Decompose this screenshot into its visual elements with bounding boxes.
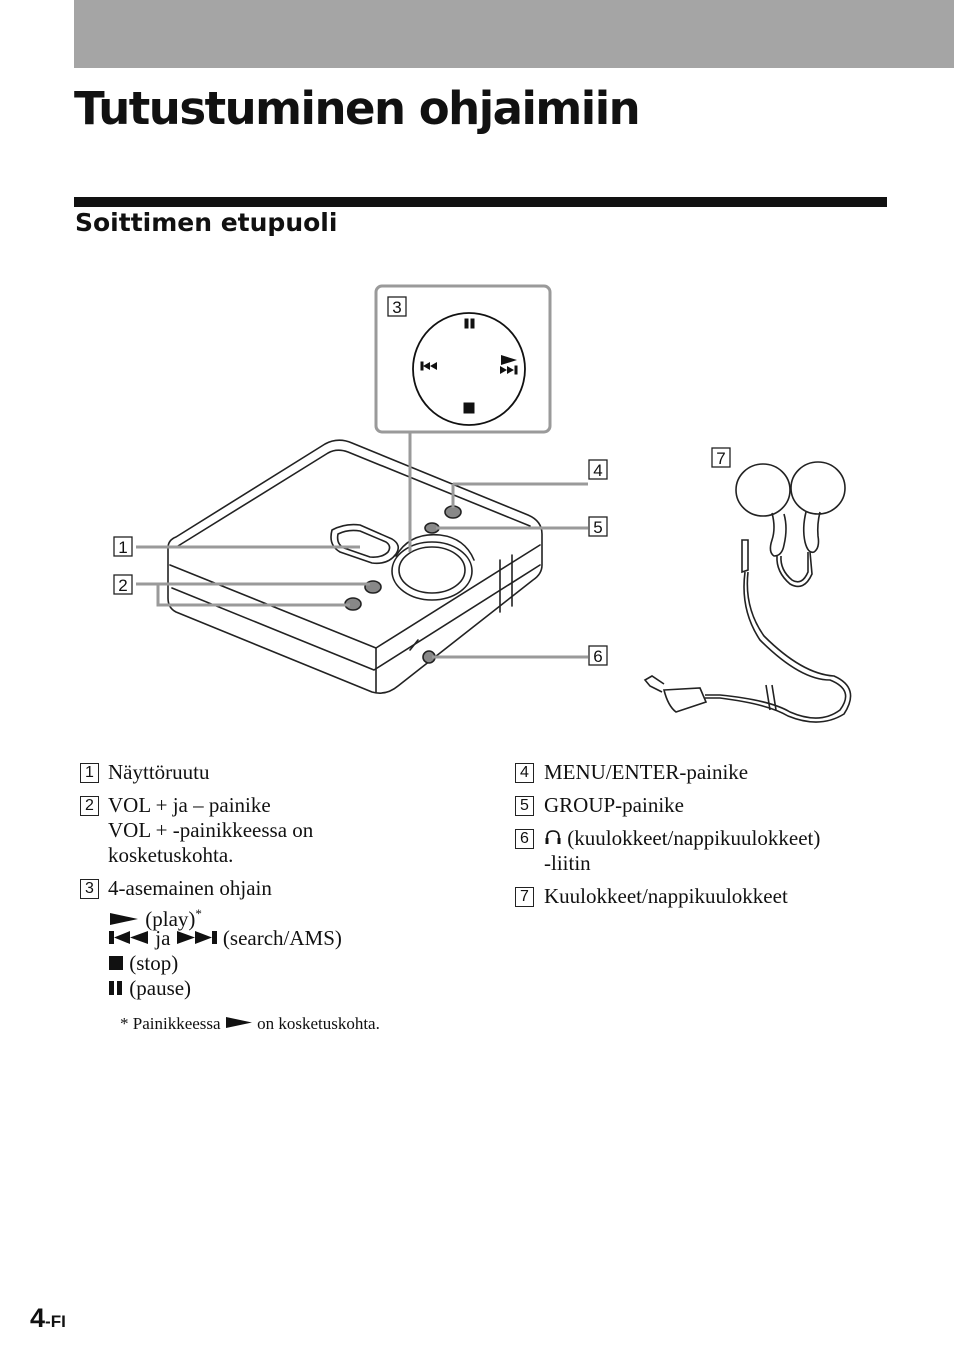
callout-4: 4 bbox=[593, 461, 602, 480]
pause-icon bbox=[109, 981, 122, 995]
legend-number: 3 bbox=[80, 879, 99, 899]
legend-number: 1 bbox=[80, 763, 99, 783]
stop-icon bbox=[109, 956, 123, 970]
control-wheel bbox=[391, 541, 473, 601]
play-icon bbox=[225, 1017, 252, 1028]
header-band bbox=[74, 0, 954, 68]
legend-number: 7 bbox=[515, 887, 534, 907]
legend-line: kosketuskohta. bbox=[108, 843, 234, 867]
legend-text: MENU/ENTER-painike bbox=[544, 760, 749, 784]
callout-7: 7 bbox=[716, 449, 725, 468]
legend-line: (kuulokkeet/nappikuulokkeet) bbox=[544, 826, 820, 851]
callout-1: 1 bbox=[118, 538, 127, 557]
legend-line: -liitin bbox=[544, 851, 591, 875]
section-title: Soittimen etupuoli bbox=[75, 208, 338, 237]
page-number: 4-FI bbox=[30, 1303, 66, 1333]
legend-line: VOL + -painikkeessa on bbox=[108, 818, 314, 842]
earphones-illustration bbox=[643, 461, 852, 723]
callout-5: 5 bbox=[593, 518, 602, 537]
player-body bbox=[167, 439, 543, 694]
callout-3: 3 bbox=[392, 298, 401, 317]
page-title: Tutustuminen ohjaimiin bbox=[74, 82, 641, 135]
footnote: * Painikkeessa on kosketuskohta. bbox=[120, 1014, 380, 1033]
section-rule bbox=[74, 197, 887, 207]
legend-line-pause: (pause) bbox=[108, 976, 191, 1001]
legend-line-stop: (stop) bbox=[108, 951, 178, 976]
player-illustration: 1 2 3 4 5 6 7 bbox=[113, 284, 852, 723]
headphones-icon bbox=[545, 830, 561, 844]
legend-text: Näyttöruutu bbox=[108, 760, 210, 784]
legend-number: 6 bbox=[515, 829, 534, 849]
callout-boxes: 1 2 3 4 5 6 7 bbox=[113, 296, 731, 666]
legend-line-play: (play)* bbox=[108, 901, 202, 932]
legend-text: Kuulokkeet/nappikuulokkeet bbox=[544, 884, 788, 908]
legend-number: 4 bbox=[515, 763, 534, 783]
legend-text: GROUP-painike bbox=[544, 793, 684, 817]
callout-2: 2 bbox=[118, 576, 127, 595]
next-track-icon bbox=[176, 931, 217, 944]
play-icon bbox=[110, 913, 138, 925]
control-zoom-frame bbox=[374, 284, 552, 434]
callout-6: 6 bbox=[593, 647, 602, 666]
legend-number: 2 bbox=[80, 796, 99, 816]
previous-track-icon bbox=[109, 931, 148, 944]
legend-line: 4-asemainen ohjain bbox=[108, 876, 272, 900]
legend-line: VOL + ja – painike bbox=[108, 793, 271, 817]
legend-number: 5 bbox=[515, 796, 534, 816]
control-zoom bbox=[412, 312, 526, 426]
footnote-mark: * bbox=[195, 906, 202, 921]
legend-line-search: ja (search/AMS) bbox=[108, 926, 342, 951]
